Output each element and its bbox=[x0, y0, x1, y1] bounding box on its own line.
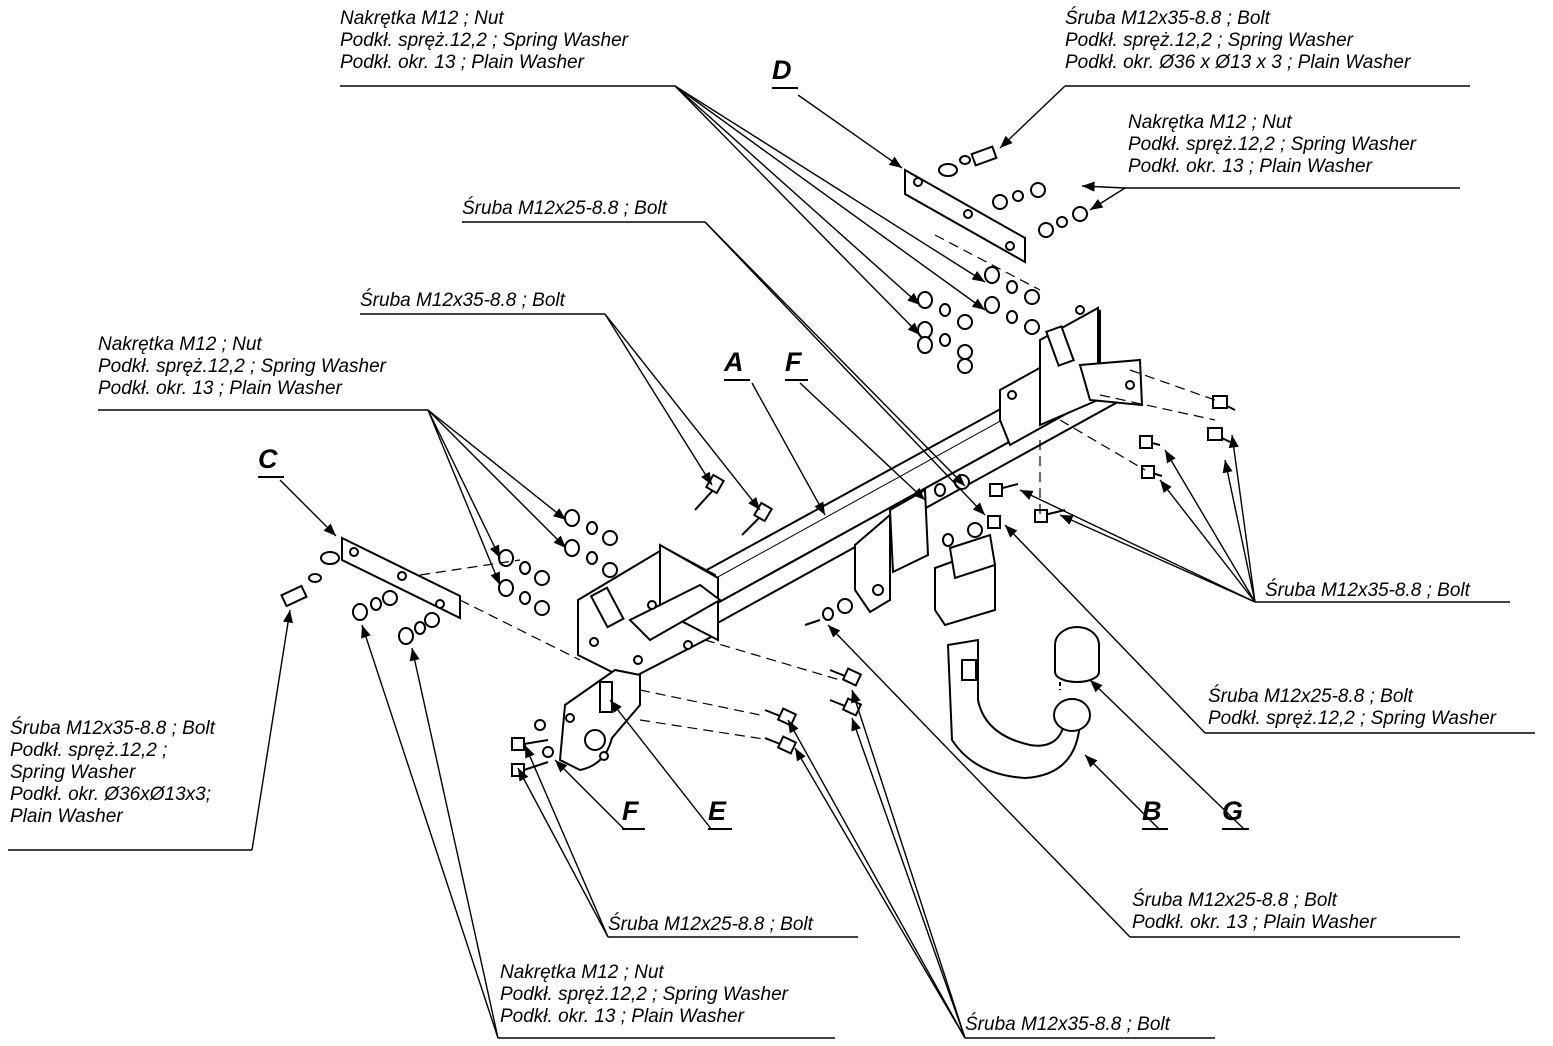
callout-bolt-25-top: Śruba M12x25-8.8 ; Bolt bbox=[462, 198, 667, 220]
callout-line: Podkł. spręż.12,2 ; Spring Washer bbox=[1065, 30, 1353, 51]
callout-line: Podkł. spręż.12,2 ; Spring Washer bbox=[98, 356, 386, 377]
callout-bottom-bolt-35: Śruba M12x35-8.8 ; Bolt bbox=[965, 1014, 1170, 1036]
callout-line: Śruba M12x35-8.8 ; Bolt bbox=[965, 1014, 1170, 1035]
callout-bottom-bolt-25-plain: Śruba M12x25-8.8 ; Bolt Podkł. okr. 13 ;… bbox=[1132, 890, 1376, 934]
callout-right-bolt-35: Śruba M12x35-8.8 ; Bolt bbox=[1265, 580, 1470, 602]
callout-line: Śruba M12x35-8.8 ; Bolt bbox=[10, 718, 215, 739]
left-bracket bbox=[577, 543, 722, 682]
nut-stack-left-lower bbox=[498, 549, 550, 616]
callout-right-bolt-25-washer: Śruba M12x25-8.8 ; Bolt Podkł. spręż.12,… bbox=[1208, 686, 1496, 730]
part-label-f-top: F bbox=[785, 347, 808, 381]
callout-line: Podkł. okr. 13 ; Plain Washer bbox=[500, 1006, 744, 1027]
leader-lines bbox=[8, 85, 1535, 1039]
nut-stack-c bbox=[352, 590, 440, 645]
callout-line: Podkł. spręż.12,2 ; bbox=[10, 740, 168, 761]
part-label-b: B bbox=[1142, 796, 1168, 830]
callout-line: Podkł. okr. 13 ; Plain Washer bbox=[340, 52, 584, 73]
callout-line: Podkł. spręż.12,2 ; Spring Washer bbox=[1128, 134, 1416, 155]
callout-line: Nakrętka M12 ; Nut bbox=[500, 962, 664, 983]
callout-line: Śruba M12x25-8.8 ; Bolt bbox=[608, 914, 813, 935]
nut-stack-d-upper bbox=[917, 291, 973, 374]
callout-line: Śruba M12x35-8.8 ; Bolt bbox=[360, 290, 565, 311]
callout-line: Nakrętka M12 ; Nut bbox=[340, 8, 504, 29]
callout-line: Podkł. spręż.12,2 ; Spring Washer bbox=[340, 30, 628, 51]
callout-line: Śruba M12x25-8.8 ; Bolt bbox=[462, 198, 667, 219]
callout-line: Śruba M12x35-8.8 ; Bolt bbox=[1265, 580, 1470, 601]
nut-stack-d-plate bbox=[992, 182, 1088, 238]
callout-line: Śruba M12x25-8.8 ; Bolt bbox=[1132, 890, 1337, 911]
bolts-e bbox=[511, 719, 554, 777]
part-label-g: G bbox=[1222, 796, 1250, 830]
plate-c bbox=[280, 536, 461, 620]
nut-stack-left-upper bbox=[564, 509, 618, 578]
callout-line: Podkł. spręż.12,2 ; Spring Washer bbox=[1208, 708, 1496, 729]
socket-housing bbox=[934, 533, 997, 627]
callout-bottom-nut: Nakrętka M12 ; Nut Podkł. spręż.12,2 ; S… bbox=[500, 962, 788, 1028]
callout-line: Podkł. spręż.12,2 ; Spring Washer bbox=[500, 984, 788, 1005]
callout-left-bolt-35: Śruba M12x35-8.8 ; Bolt Podkł. spręż.12,… bbox=[10, 718, 215, 828]
alignment-lines bbox=[419, 234, 1216, 741]
hitch-arm bbox=[946, 626, 1100, 780]
bolts-right bbox=[934, 395, 1236, 547]
part-label-e: E bbox=[708, 796, 733, 830]
callout-right-nut: Nakrętka M12 ; Nut Podkł. spręż.12,2 ; S… bbox=[1128, 112, 1416, 178]
callout-top-right-bolt: Śruba M12x35-8.8 ; Bolt Podkł. spręż.12,… bbox=[1065, 8, 1410, 74]
callout-line: Śruba M12x25-8.8 ; Bolt bbox=[1208, 686, 1413, 707]
part-label-f-bottom: F bbox=[622, 796, 645, 830]
plate-d bbox=[904, 145, 1026, 264]
callout-line: Nakrętka M12 ; Nut bbox=[1128, 112, 1292, 133]
callout-left-nut: Nakrętka M12 ; Nut Podkł. spręż.12,2 ; S… bbox=[98, 334, 386, 400]
center-bracket bbox=[854, 488, 930, 614]
callout-line: Podkł. okr. 13 ; Plain Washer bbox=[1128, 156, 1372, 177]
callout-line: Podkł. okr. Ø36 x Ø13 x 3 ; Plain Washer bbox=[1065, 52, 1411, 73]
callout-line: Śruba M12x35-8.8 ; Bolt bbox=[1065, 8, 1270, 29]
part-label-a: A bbox=[724, 347, 750, 381]
right-bracket bbox=[999, 305, 1144, 447]
callout-top-left-nut: Nakrętka M12 ; Nut Podkł. spręż.12,2 ; S… bbox=[340, 8, 628, 74]
callout-line: Podkł. okr. 13 ; Plain Washer bbox=[98, 378, 342, 399]
fasteners bbox=[352, 182, 1236, 777]
callout-line: Podkł. okr. 13 ; Plain Washer bbox=[1132, 912, 1376, 933]
part-label-d: D bbox=[772, 55, 798, 89]
callout-bolt-35-mid: Śruba M12x35-8.8 ; Bolt bbox=[360, 290, 565, 312]
callout-line: Nakrętka M12 ; Nut bbox=[98, 334, 262, 355]
callout-line: Spring Washer bbox=[10, 762, 136, 783]
part-label-c: C bbox=[258, 444, 284, 478]
nut-stack-d-right bbox=[984, 266, 1040, 335]
plate-e bbox=[558, 668, 641, 772]
callout-line: Podkł. okr. Ø36xØ13x3; bbox=[10, 784, 212, 805]
callout-bottom-bolt-25: Śruba M12x25-8.8 ; Bolt bbox=[608, 914, 813, 936]
callout-line: Plain Washer bbox=[10, 806, 123, 827]
